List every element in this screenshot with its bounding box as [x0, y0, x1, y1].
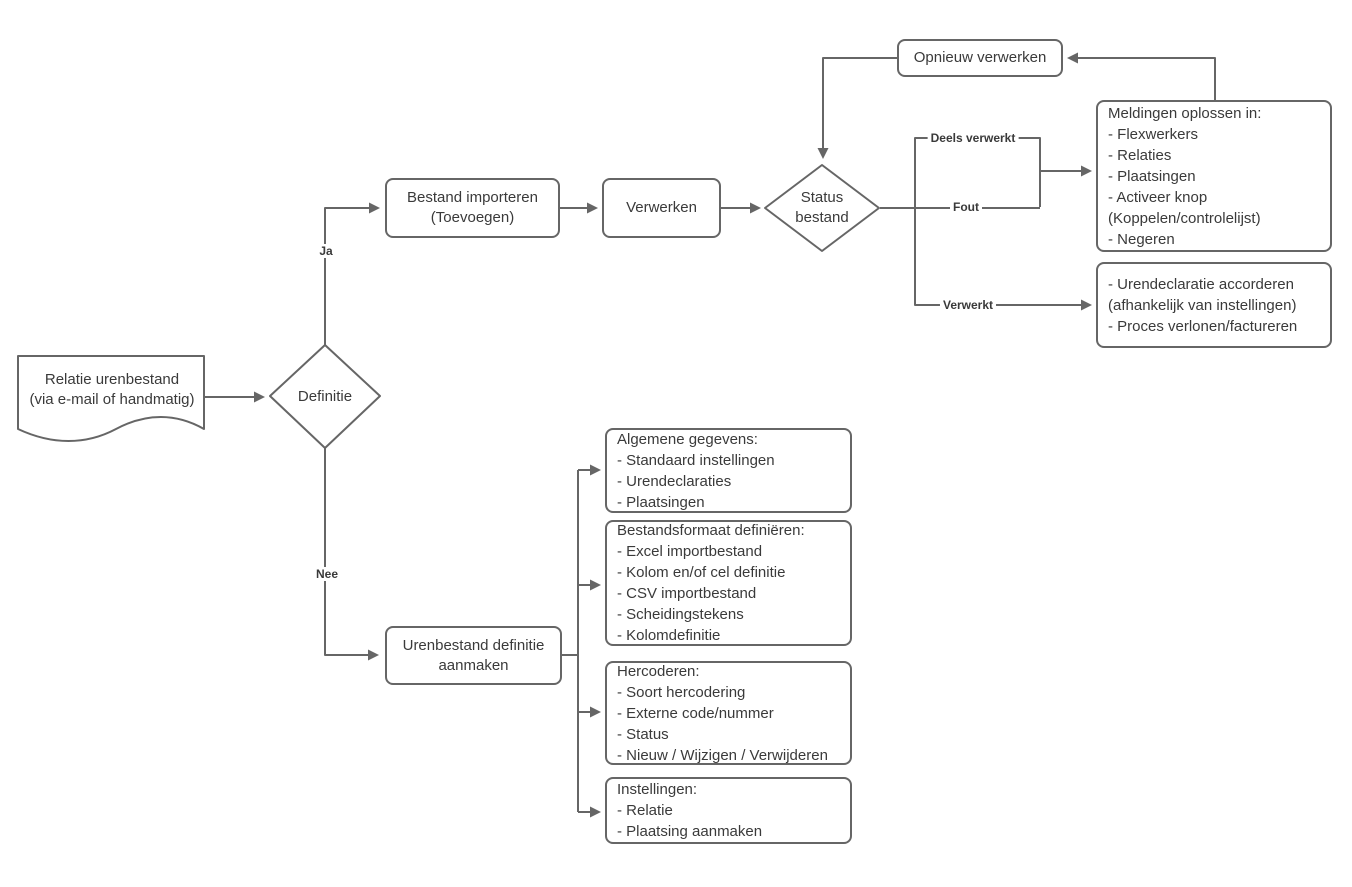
urenbestand-definitie-box: Urenbestand definitie aanmaken: [385, 626, 562, 685]
algemene-gegevens-box: Algemene gegevens: - Standaard instelling…: [605, 428, 852, 513]
instellingen-box: Instellingen: - Relatie - Plaatsing aanmak…: [605, 777, 852, 844]
edge-ja-to-importeren: [324, 202, 380, 345]
text-line: Bestandsformaat definiëren:: [617, 522, 805, 539]
text-line: - Urendeclaratie accorderen: [1108, 275, 1294, 293]
text-line: Status: [800, 189, 844, 206]
verwerken-box: Verwerken: [602, 178, 721, 238]
bestand-importeren-box: Bestand importeren (Toevoegen): [385, 178, 560, 238]
urendeclaratie-accorderen-box: - Urendeclaratie accorderen (afhankelijk …: [1096, 262, 1332, 348]
text-line: (via e-mail of handmatig): [29, 391, 195, 408]
text-line: - Scheidingstekens: [617, 606, 744, 623]
text-line: - Activeer knop: [1108, 188, 1208, 206]
text-line: - Status: [617, 725, 669, 743]
text-line: - Relatie: [617, 802, 673, 819]
definitie-diamond-label: Definitie: [297, 387, 353, 405]
edge-status-verwerkt: [914, 208, 1092, 311]
text-line: - Urendeclaraties: [617, 472, 732, 490]
edge-label-deels-verwerkt: Deels verwerkt: [927, 131, 1019, 145]
text-line: - Proces verlonen/factureren: [1108, 317, 1298, 335]
edge-status-deels-verwerkt: [914, 137, 1041, 208]
edge-meldingen-to-opnieuw: [1067, 52, 1216, 100]
text-line: - Standaard instellingen: [617, 451, 775, 469]
text-line: - Nieuw / Wijzigen / Verwijderen: [617, 746, 828, 764]
document-shape: [17, 355, 205, 442]
edge-opnieuw-to-status: [817, 57, 897, 159]
text-line: - Excel importbestand: [617, 543, 763, 560]
status-diamond-shape: [764, 164, 880, 252]
text-line: - Kolomdefinitie: [617, 627, 721, 644]
text-line: - Plaatsing aanmaken: [617, 823, 763, 840]
text-line: Bestand importeren: [407, 189, 538, 206]
edge-label-fout: Fout: [950, 200, 982, 214]
text-line: - Kolom en/of cel definitie: [617, 564, 786, 581]
text-line: - CSV importbestand: [617, 585, 757, 602]
definitie-diamond-shape: [269, 344, 381, 449]
text-line: - Externe code/nummer: [617, 704, 774, 722]
text-line: (Koppelen/controlelijst): [1108, 209, 1261, 227]
text-line: (afhankelijk van instellingen): [1108, 296, 1297, 314]
status-bestand-diamond-label: Status bestand: [765, 165, 879, 251]
text-line: - Negeren: [1108, 230, 1175, 248]
edge-label-verwerkt: Verwerkt: [939, 298, 997, 312]
text-line: Instellingen:: [617, 781, 698, 798]
meldingen-oplossen-box: Meldingen oplossen in: - Flexwerkers - Rel…: [1096, 100, 1332, 252]
hercoderen-box: Hercoderen: - Soort hercodering - Externe …: [605, 661, 852, 765]
text-line: - Plaatsingen: [617, 493, 705, 511]
text-line: aanmaken: [438, 656, 509, 674]
text-line: Urenbestand definitie: [402, 636, 545, 654]
edge-label-ja: Ja: [316, 244, 336, 258]
text-line: Meldingen oplossen in:: [1108, 104, 1262, 122]
edge-label-nee: Nee: [312, 567, 342, 581]
text-line: (Toevoegen): [430, 209, 515, 226]
edge-nee-to-urenbestand: [324, 448, 379, 661]
text-line: - Soort hercodering: [617, 683, 746, 701]
text-line: - Flexwerkers: [1108, 125, 1199, 143]
bestandsformaat-box: Bestandsformaat definiëren: - Excel impor…: [605, 520, 852, 646]
text-line: bestand: [795, 209, 849, 226]
text-line: Hercoderen:: [617, 662, 700, 680]
text-line: - Relaties: [1108, 146, 1172, 164]
text-line: Algemene gegevens:: [617, 430, 758, 448]
text-line: - Plaatsingen: [1108, 167, 1196, 185]
text-line: Relatie urenbestand: [44, 371, 180, 388]
opnieuw-verwerken-box: Opnieuw verwerken: [897, 39, 1063, 77]
relatie-urenbestand-document: Relatie urenbestand (via e-mail of handma…: [20, 358, 204, 422]
